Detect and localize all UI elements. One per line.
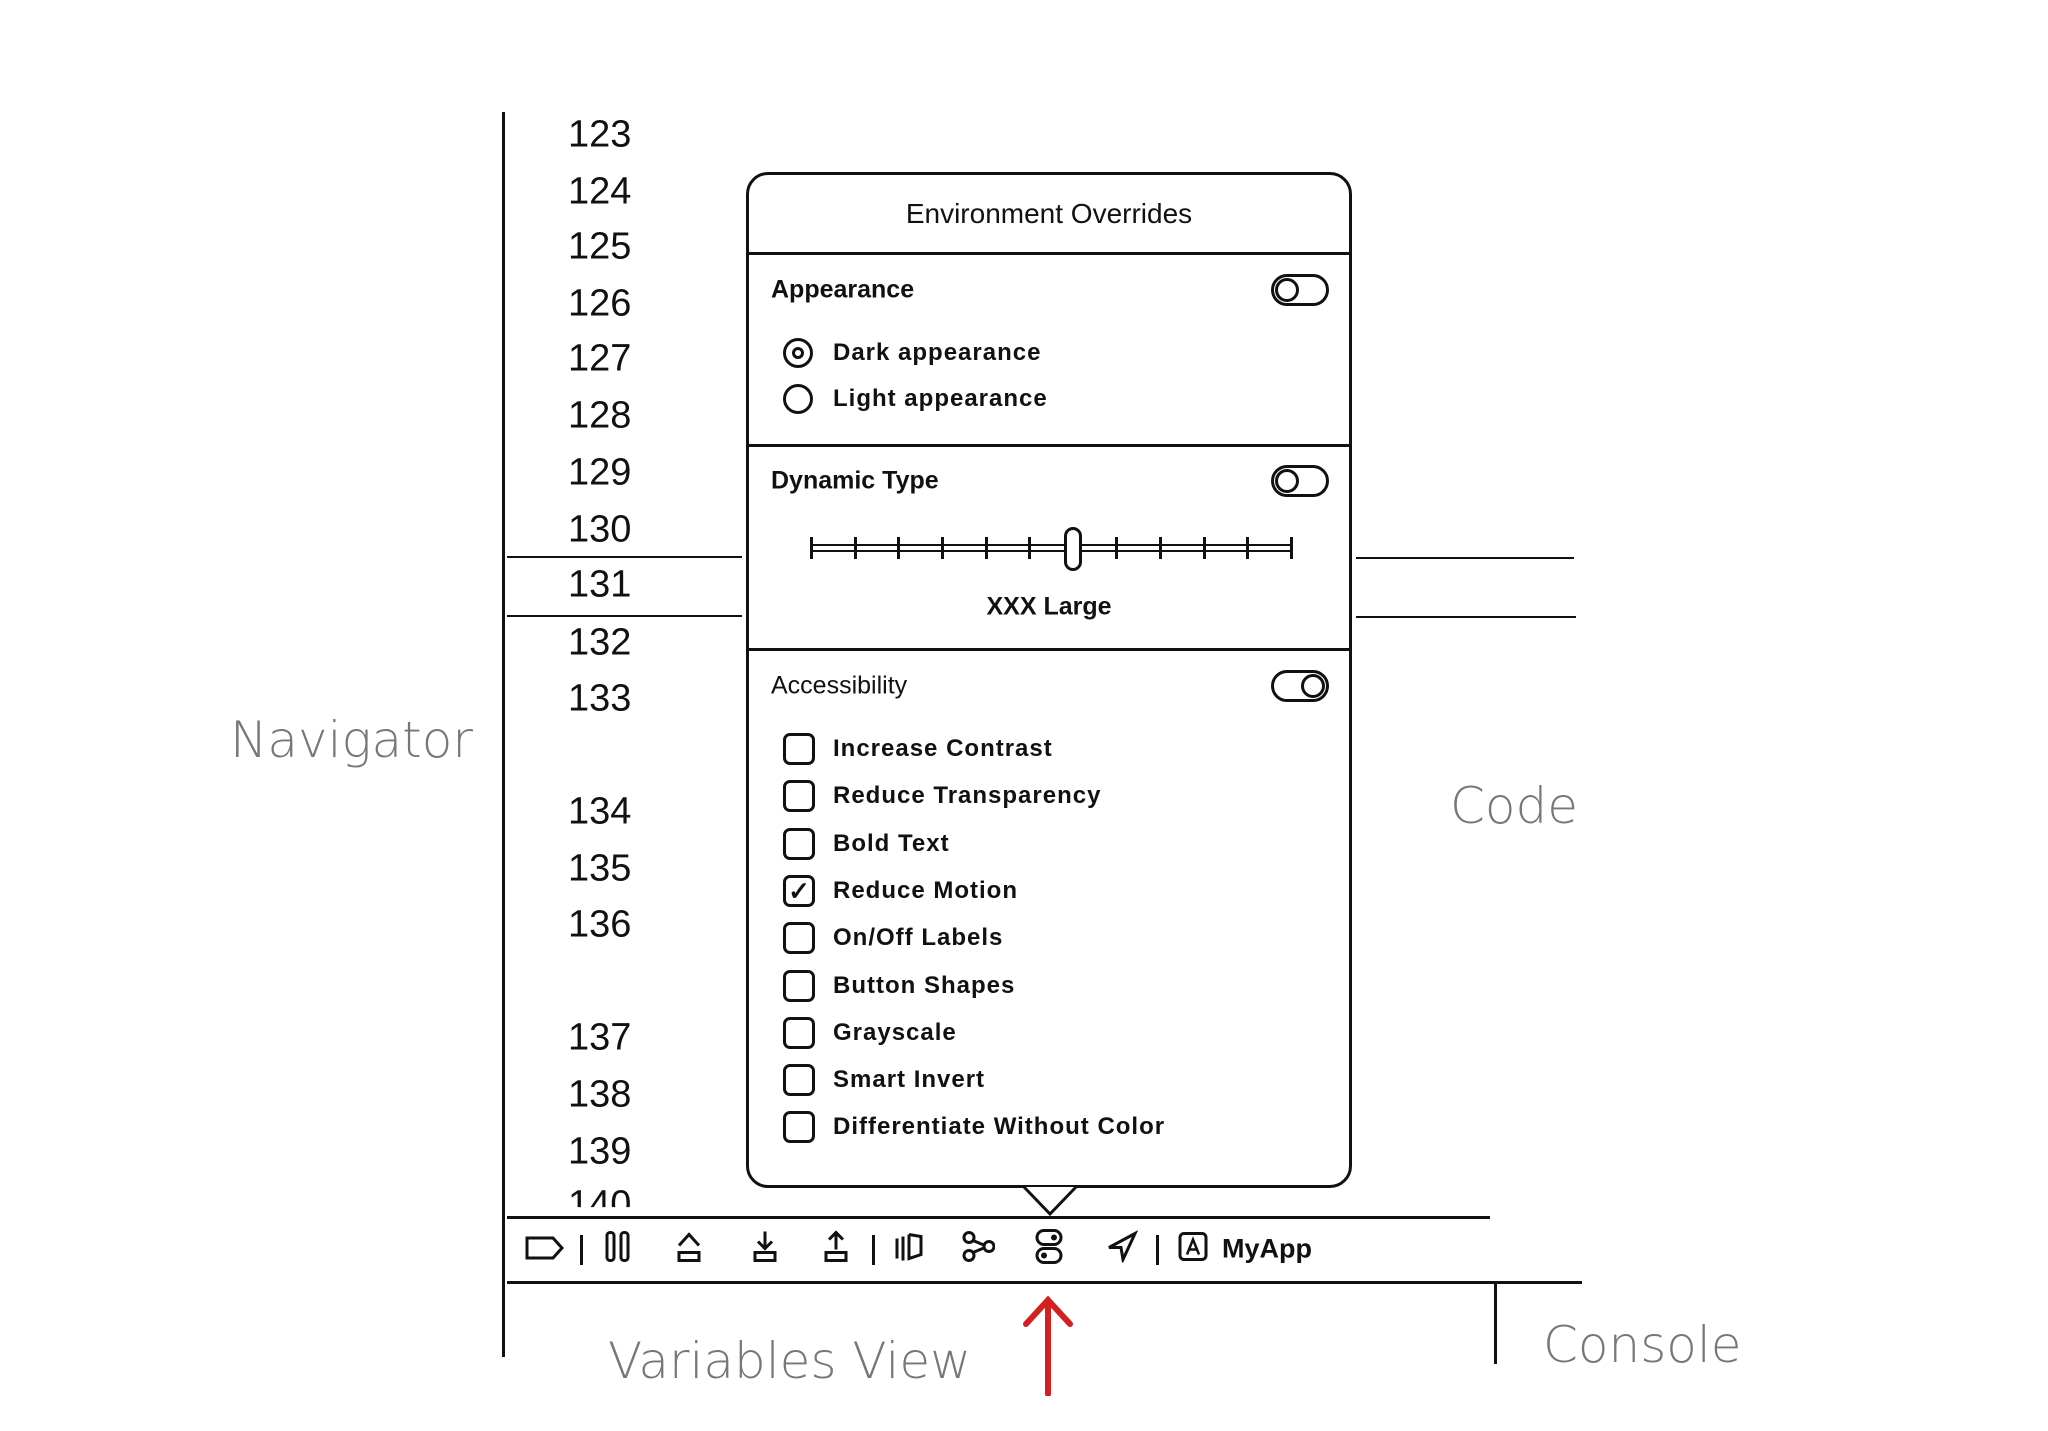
navigator-divider [502, 112, 505, 1357]
toolbar-top-border [507, 1216, 1490, 1219]
slider-tick [984, 537, 988, 559]
toolbar-bottom-border [507, 1281, 1582, 1284]
pause-icon[interactable] [605, 1231, 631, 1268]
checkbox-label: Bold Text [833, 829, 950, 857]
red-arrow-annotation [1023, 1296, 1073, 1396]
line-number: 134 [568, 790, 632, 833]
highlight-line-top-right [1356, 557, 1574, 559]
popover-title: Environment Overrides [905, 198, 1193, 229]
memory-graph-icon[interactable] [961, 1231, 996, 1268]
line-number: 135 [568, 847, 632, 890]
light-appearance-radio[interactable] [783, 384, 813, 414]
highlight-line-bottom-right [1356, 616, 1576, 618]
checkbox-label: Increase Contrast [833, 735, 1053, 762]
location-icon[interactable] [1106, 1230, 1139, 1268]
separator [580, 1235, 583, 1265]
popover-pointer [1022, 1185, 1078, 1217]
checkbox-label: Reduce Motion [833, 876, 1018, 904]
environment-overrides-popover: Environment Overrides Appearance Dark ap… [746, 172, 1352, 1188]
slider-tick [810, 537, 813, 559]
divider [749, 648, 1349, 651]
checkbox-differentiate-without-color[interactable] [783, 1111, 815, 1144]
checkbox-on-off-labels[interactable] [783, 922, 815, 955]
navigator-label: Navigator [230, 711, 473, 769]
dynamic-type-value: XXX Large [986, 592, 1112, 621]
step-out-icon[interactable] [821, 1230, 851, 1269]
line-number: 126 [568, 282, 632, 325]
line-number: 137 [568, 1016, 632, 1059]
accessibility-heading: Accessibility [771, 671, 908, 700]
checkbox-label: Button Shapes [833, 971, 1016, 999]
line-number: 129 [568, 451, 632, 494]
slider-tick [897, 537, 901, 559]
line-number: 124 [568, 170, 632, 213]
checkbox-reduce-motion[interactable]: ✓ [783, 874, 815, 907]
checkbox-label: On/Off Labels [833, 924, 1004, 952]
slider-tick [1159, 537, 1163, 559]
line-number: 127 [568, 337, 632, 380]
line-number: 139 [568, 1130, 632, 1173]
line-number: 138 [568, 1073, 632, 1116]
slider-tick [940, 537, 944, 559]
scheme-label[interactable]: MyApp [1222, 1233, 1312, 1264]
console-divider [1494, 1284, 1497, 1364]
line-number: 128 [568, 394, 632, 437]
line-number: 123 [568, 113, 632, 156]
separator [872, 1235, 875, 1265]
dark-appearance-radio[interactable] [783, 338, 813, 368]
slider-tick [1028, 537, 1032, 559]
checkbox-label: Smart Invert [833, 1066, 986, 1094]
checkbox-reduce-transparency[interactable] [783, 780, 815, 813]
slider-tick [1246, 537, 1250, 559]
appearance-heading: Appearance [771, 275, 915, 304]
line-number: 131 [568, 563, 632, 606]
line-number: 136 [568, 903, 632, 946]
light-appearance-label: Light appearance [833, 385, 1048, 412]
dark-appearance-label: Dark appearance [833, 339, 1042, 366]
step-over-icon[interactable] [673, 1230, 707, 1269]
console-label: Console [1543, 1316, 1742, 1374]
line-number: 132 [568, 621, 632, 664]
separator [1156, 1235, 1159, 1265]
environment-overrides-icon[interactable] [1034, 1229, 1064, 1270]
divider [749, 444, 1349, 447]
dynamic-type-toggle[interactable] [1271, 465, 1329, 497]
appearance-toggle[interactable] [1271, 274, 1329, 306]
accessibility-toggle[interactable] [1271, 670, 1329, 702]
checkbox-bold-text[interactable] [783, 827, 815, 860]
checkbox-button-shapes[interactable] [783, 969, 815, 1002]
step-into-icon[interactable] [750, 1230, 780, 1269]
slider-tick [1115, 537, 1119, 559]
checkbox-label: Grayscale [833, 1018, 957, 1046]
highlight-line-top-left [507, 556, 742, 558]
line-number: 140 [568, 1183, 632, 1226]
slider-track [811, 544, 1291, 552]
app-store-icon[interactable] [1178, 1232, 1208, 1267]
checkbox-smart-invert[interactable] [783, 1064, 815, 1097]
code-label: Code [1450, 777, 1579, 835]
variables-view-label: Variables View [608, 1332, 972, 1390]
highlight-line-bottom-left [507, 615, 742, 617]
checkbox-label: Reduce Transparency [833, 782, 1102, 810]
line-number: 125 [568, 225, 632, 268]
line-number: 133 [568, 677, 632, 720]
view-hierarchy-icon[interactable] [893, 1231, 925, 1268]
dynamic-type-heading: Dynamic Type [771, 466, 939, 495]
line-number: 130 [568, 508, 632, 551]
slider-tick [1202, 537, 1206, 559]
checkbox-label: Differentiate Without Color [833, 1113, 1166, 1141]
divider [749, 252, 1349, 255]
slider-tick [853, 537, 857, 559]
dynamic-type-slider[interactable] [810, 527, 1293, 571]
checkbox-grayscale[interactable] [783, 1016, 815, 1049]
slider-tick [1290, 537, 1293, 559]
slider-thumb[interactable] [1063, 527, 1082, 571]
breakpoint-icon[interactable] [525, 1233, 565, 1265]
checkbox-increase-contrast[interactable] [783, 733, 815, 765]
